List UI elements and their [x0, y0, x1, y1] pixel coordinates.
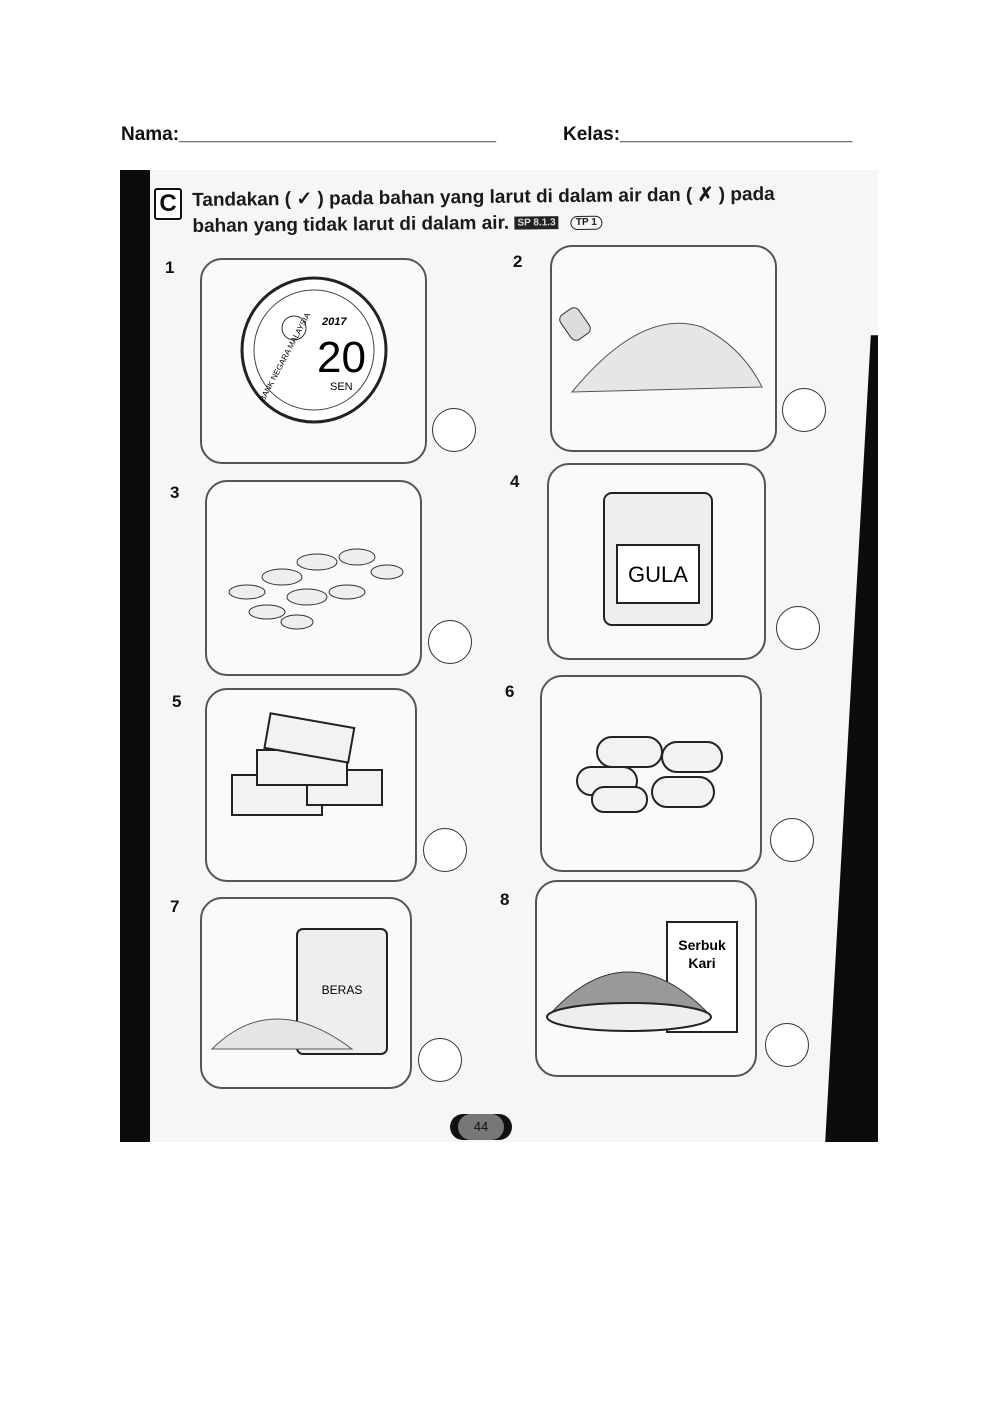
answer-circle-1[interactable]: [432, 408, 476, 452]
curry-box-label-2: Kari: [688, 955, 715, 971]
rice-bag-label: BERAS: [322, 983, 363, 997]
class-field-label: Kelas:______________________: [563, 124, 853, 145]
item-number: 7: [170, 897, 180, 916]
item-number: 2: [513, 252, 523, 271]
instruction: Tandakan ( ✓ ) pada bahan yang larut di …: [192, 182, 775, 240]
item-number: 3: [170, 483, 180, 502]
item-5-picture-box: [205, 688, 417, 882]
coin-value: 20: [317, 333, 366, 382]
item-number: 4: [510, 472, 520, 491]
sugar-bag-image: GULA: [603, 492, 713, 626]
item-8-picture-box: Serbuk Kari: [535, 880, 757, 1077]
answer-circle-8[interactable]: [765, 1023, 809, 1067]
page-number: 44: [458, 1114, 504, 1140]
salt-image: [559, 307, 763, 393]
tp-tag: TP 1: [569, 215, 603, 231]
answer-circle-2[interactable]: [782, 388, 826, 432]
item-number: 1: [165, 258, 175, 277]
item-number: 8: [500, 890, 510, 909]
item-number: 6: [505, 682, 515, 701]
answer-circle-5[interactable]: [423, 828, 467, 872]
rice-image: BERAS: [210, 928, 388, 1055]
scanned-worksheet: C Tandakan ( ✓ ) pada bahan yang larut d…: [120, 170, 878, 1142]
answer-circle-4[interactable]: [776, 606, 820, 650]
answer-circle-3[interactable]: [428, 620, 472, 664]
sp-tag: SP 8.1.3: [514, 216, 559, 231]
coin-image: 2017 20 SEN BANK NEGARA MALAYSIA: [240, 276, 388, 424]
scan-edge-left: [120, 170, 150, 1142]
instruction-line-2: bahan yang tidak larut di dalam air.: [192, 212, 510, 237]
item-7-picture-box: BERAS: [200, 897, 412, 1089]
item-2-picture-box: [550, 245, 777, 452]
coin-unit: SEN: [330, 381, 353, 393]
item-number: 5: [172, 692, 182, 711]
name-field-label: Nama:______________________________: [121, 124, 497, 145]
sugar-bag-label: GULA: [628, 562, 688, 587]
leaves-image: [228, 548, 404, 630]
section-letter: C: [154, 188, 182, 220]
item-1-picture-box: 2017 20 SEN BANK NEGARA MALAYSIA: [200, 258, 427, 464]
answer-circle-7[interactable]: [418, 1038, 462, 1082]
answer-circle-6[interactable]: [770, 818, 814, 862]
curry-box-label-1: Serbuk: [678, 937, 726, 953]
scan-edge-right: [825, 335, 878, 1142]
beans-image: [576, 736, 723, 813]
coin-year: 2017: [321, 316, 347, 328]
item-6-picture-box: [540, 675, 762, 872]
curry-image: Serbuk Kari: [546, 921, 738, 1033]
item-4-picture-box: GULA: [547, 463, 766, 660]
item-3-picture-box: [205, 480, 422, 676]
sponge-image: [231, 712, 383, 816]
